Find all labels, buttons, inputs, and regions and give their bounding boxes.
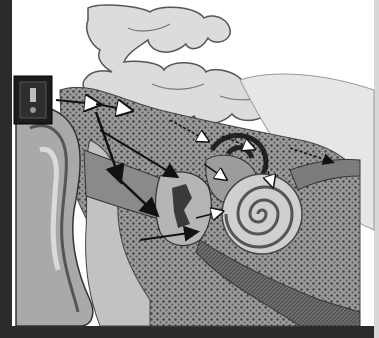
right-frame-edge	[374, 0, 379, 338]
left-frame	[0, 0, 12, 338]
cochlea	[222, 174, 302, 254]
bottom-frame	[0, 326, 379, 338]
speaker-box-icon	[14, 76, 52, 124]
